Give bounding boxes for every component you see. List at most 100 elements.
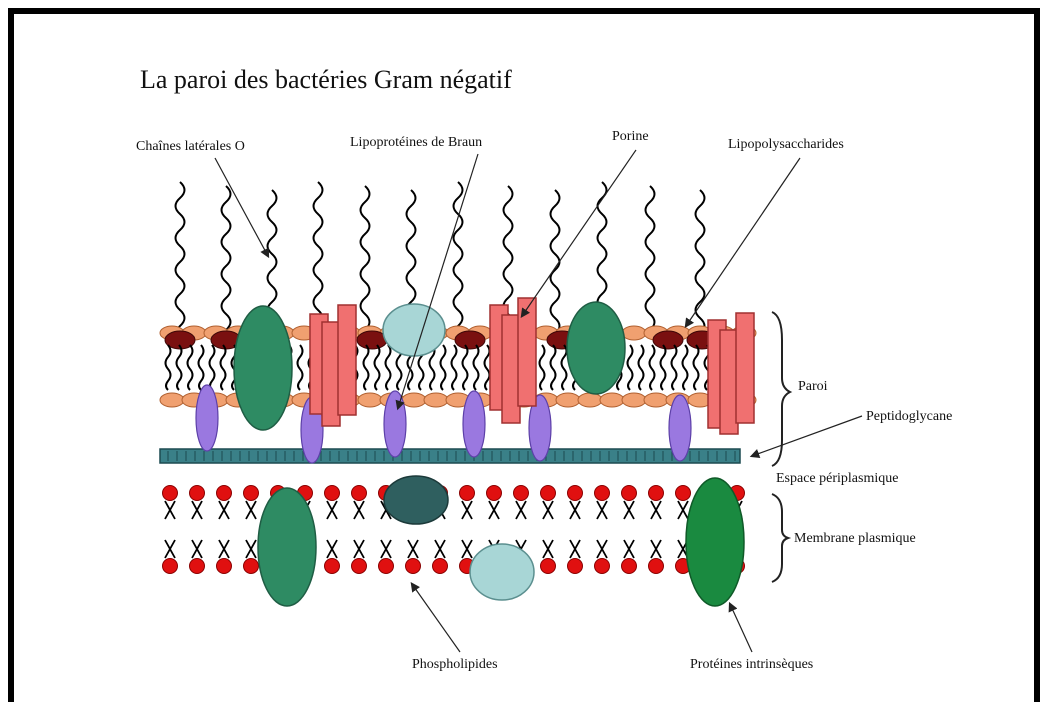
phospholipid-head: [649, 486, 664, 501]
phospholipid-tail: [354, 501, 364, 519]
phospholipid-head: [325, 559, 340, 574]
label-periplasm: Espace périplasmique: [776, 471, 898, 486]
outer-lipid-tail: [661, 345, 666, 390]
phospholipid-tail: [327, 540, 337, 558]
o-chain: [696, 190, 705, 334]
braun-lipoprotein: [669, 395, 691, 461]
outer-lipid-tail: [441, 345, 446, 390]
plasma-membrane-tails: [165, 501, 742, 558]
phospholipid-tail: [597, 501, 607, 519]
outer-lipid-tail: [188, 345, 193, 390]
phospholipid-tail: [516, 501, 526, 519]
phospholipid-tail: [570, 501, 580, 519]
label-porin: Porine: [612, 129, 649, 144]
outer-lipid-tail: [474, 345, 479, 390]
phospholipid-tail: [192, 540, 202, 558]
label-phospholipids: Phospholipides: [412, 657, 498, 672]
phospholipid-tail: [165, 540, 175, 558]
outer-lipid-tail: [540, 345, 545, 390]
outer-lipid-head: [578, 393, 602, 407]
outer-lipid-tail: [166, 345, 171, 390]
plasma-dark-protein: [384, 476, 448, 524]
phospholipid-tail: [624, 540, 634, 558]
phospholipid-tail: [543, 540, 553, 558]
phospholipid-head: [568, 486, 583, 501]
outer-teal-protein: [383, 304, 445, 356]
outer-lipid-tail: [375, 345, 380, 390]
phospholipid-head: [433, 559, 448, 574]
label-plasma-membrane: Membrane plasmique: [794, 531, 916, 546]
membrane-bracket: [772, 494, 788, 582]
phospholipid-head: [595, 486, 610, 501]
outer-lipid-tail: [683, 345, 688, 390]
phospholipid-head: [622, 559, 637, 574]
lps-head: [455, 331, 485, 349]
phospholipid-tail: [597, 540, 607, 558]
outer-lipid-tail: [386, 345, 391, 390]
phospholipid-tail: [624, 501, 634, 519]
phospholipid-tail: [489, 501, 499, 519]
label-braun: Lipoprotéines de Braun: [350, 135, 482, 150]
phospholipid-tail: [246, 540, 256, 558]
label-intrinsic-proteins: Protéines intrinsèques: [690, 657, 813, 672]
outer-lipid-head: [358, 393, 382, 407]
phospholipid-tail: [219, 540, 229, 558]
outer-lipid-tail: [298, 345, 303, 390]
outer-lipid-tail: [452, 345, 457, 390]
o-chain: [176, 182, 185, 342]
diagram-title: La paroi des bactéries Gram négatif: [140, 65, 512, 94]
outer-lipid-head: [600, 393, 624, 407]
phospholipid-head: [217, 486, 232, 501]
phospholipid-head: [514, 486, 529, 501]
outer-lipid-head: [556, 393, 580, 407]
phospholipid-tail: [408, 540, 418, 558]
phospholipid-head: [163, 559, 178, 574]
porin-group: [310, 305, 356, 426]
lps-head: [653, 331, 683, 349]
phospholipid-head: [352, 486, 367, 501]
phospholipid-tail: [678, 501, 688, 519]
o-chain: [222, 186, 231, 330]
plasma-membrane-top-heads: [163, 486, 745, 501]
phospholipid-tail: [462, 501, 472, 519]
plasma-membrane-bottom-heads: [163, 559, 745, 574]
o-chain: [361, 186, 370, 330]
phospholipid-head: [217, 559, 232, 574]
phospholipid-tail: [246, 501, 256, 519]
braun-lipoprotein: [196, 385, 218, 451]
outer-lipid-tail: [672, 345, 677, 390]
label-o-chains: Chaînes latérales O: [136, 139, 245, 154]
outer-lipid-head: [622, 393, 646, 407]
label-peptidoglycan: Peptidoglycane: [866, 409, 952, 424]
outer-lipid-tail: [221, 345, 226, 390]
outer-lipid-tail: [177, 345, 182, 390]
outer-lipid-head: [160, 393, 184, 407]
outer-lipid-head: [424, 393, 448, 407]
phospholipid-tail: [462, 540, 472, 558]
phospholipid-head: [190, 486, 205, 501]
outer-lipid-head: [622, 326, 646, 340]
plasma-intrinsic-protein: [686, 478, 744, 606]
phospholipid-head: [595, 559, 610, 574]
label-paroi: Paroi: [798, 379, 828, 394]
outer-lipid-tail: [694, 345, 699, 390]
porin-group: [490, 298, 536, 423]
phospholipid-head: [163, 486, 178, 501]
outer-lipid-tail: [650, 345, 655, 390]
phospholipid-tail: [570, 540, 580, 558]
phospholipid-head: [568, 559, 583, 574]
phospholipid-head: [325, 486, 340, 501]
phospholipid-head: [541, 486, 556, 501]
label-lps: Lipopolysaccharides: [728, 137, 844, 152]
outer-lipid-tail: [628, 345, 633, 390]
phospholipid-tail: [327, 501, 337, 519]
outer-lipid-head: [402, 393, 426, 407]
phospholipid-tail: [651, 501, 661, 519]
phospholipid-tail: [165, 501, 175, 519]
outer-green-protein: [567, 302, 625, 394]
phospholipid-tail: [651, 540, 661, 558]
peptidoglycan-layer: [160, 449, 740, 463]
outer-lipid-head: [644, 393, 668, 407]
outer-lipid-tail: [639, 345, 644, 390]
